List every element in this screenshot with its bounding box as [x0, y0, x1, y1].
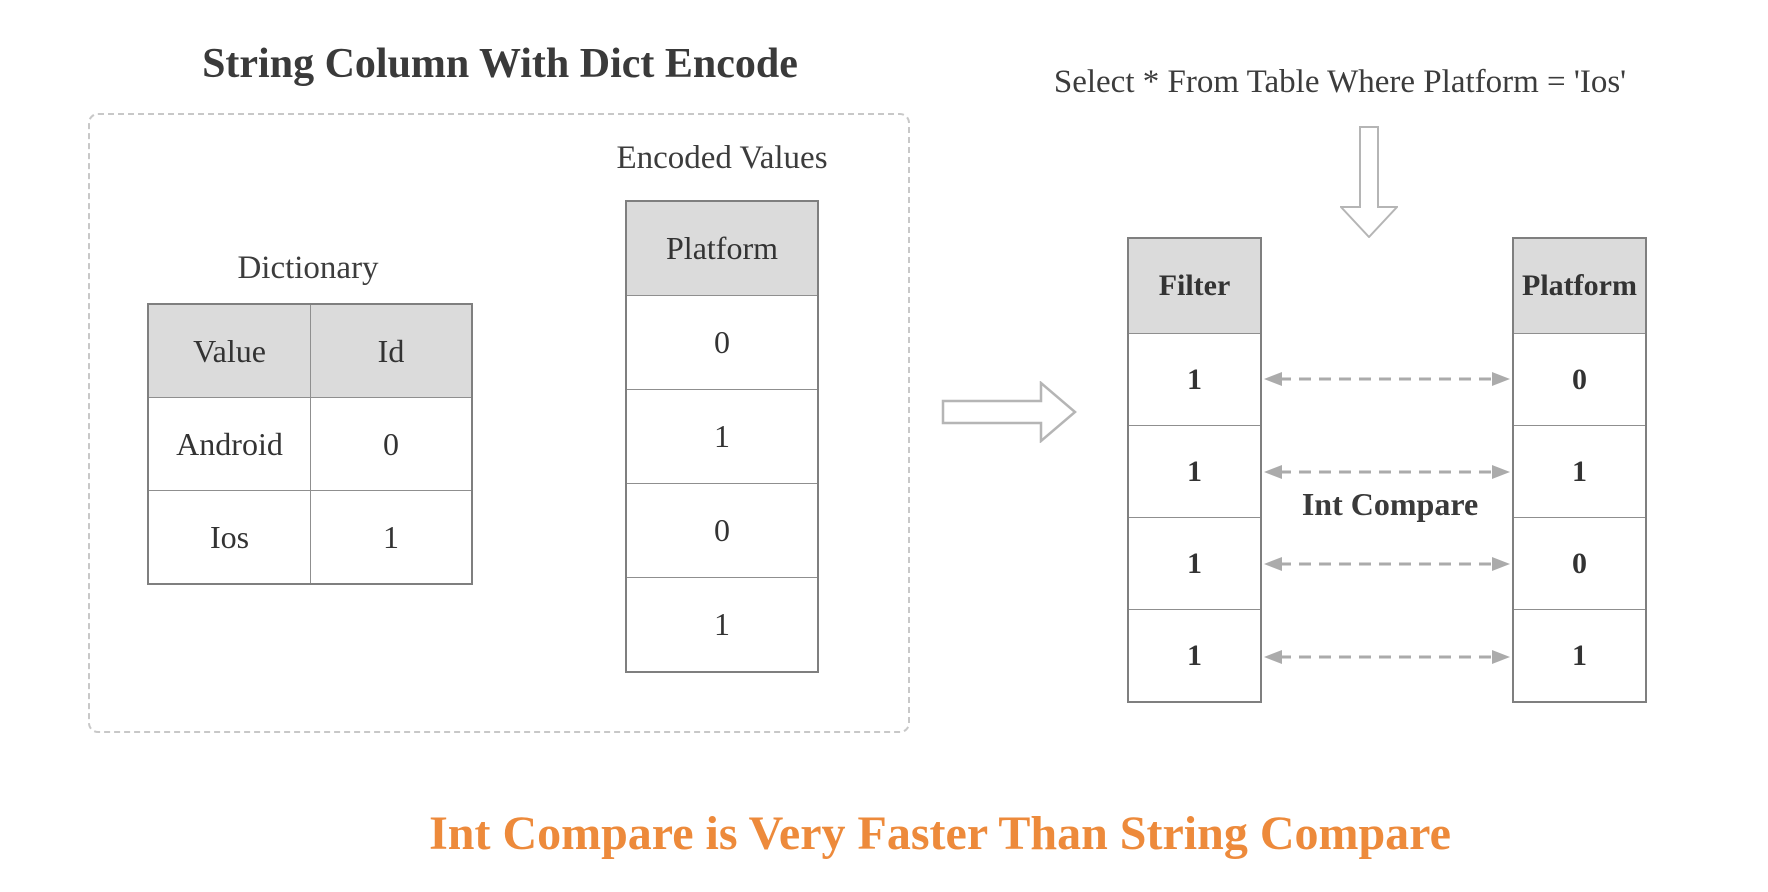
platform-column-table: Platform 0 1 0 1 [1512, 237, 1647, 703]
encoded-cell: 1 [625, 577, 819, 673]
compare-connector-arrow-icon [1264, 650, 1510, 664]
table-row: 1 [1127, 609, 1262, 703]
table-row: Android 0 [147, 397, 473, 491]
table-row: Ios 1 [147, 490, 473, 585]
table-row: Value Id [147, 303, 473, 398]
table-row: Platform [625, 200, 819, 296]
table-row: 0 [1512, 517, 1647, 610]
dictionary-table: Value Id Android 0 Ios 1 [147, 303, 473, 585]
table-row: 0 [1512, 333, 1647, 426]
int-compare-label: Int Compare [1301, 486, 1479, 522]
dict-header-value: Value [147, 303, 311, 398]
encoded-values-label: Encoded Values [616, 140, 828, 176]
dictionary-label: Dictionary [237, 250, 379, 286]
table-row: Filter [1127, 237, 1262, 334]
table-row: 1 [1127, 425, 1262, 518]
table-row: 1 [1127, 333, 1262, 426]
dict-cell-value: Android [147, 397, 311, 491]
platform-cell: 0 [1512, 517, 1647, 610]
encoded-header: Platform [625, 200, 819, 296]
encoded-cell: 1 [625, 389, 819, 484]
dict-cell-id: 1 [310, 490, 473, 585]
flow-arrow-right-icon [941, 381, 1077, 443]
dict-cell-value: Ios [147, 490, 311, 585]
filter-header: Filter [1127, 237, 1262, 334]
compare-connector-arrow-icon [1264, 372, 1510, 386]
flow-arrow-down-icon [1340, 126, 1398, 238]
encoded-cell: 0 [625, 295, 819, 390]
platform-cell: 1 [1512, 425, 1647, 518]
table-row: 1 [1512, 609, 1647, 703]
table-row: 1 [625, 389, 819, 484]
compare-connector-arrow-icon [1264, 557, 1510, 571]
table-row: 0 [625, 483, 819, 578]
platform-cell: 1 [1512, 609, 1647, 703]
table-row: 1 [625, 577, 819, 673]
dict-encode-group-box [88, 113, 910, 733]
table-row: 1 [1127, 517, 1262, 610]
dict-cell-id: 0 [310, 397, 473, 491]
filter-cell: 1 [1127, 517, 1262, 610]
dict-header-id: Id [310, 303, 473, 398]
encoded-values-table: Platform 0 1 0 1 [625, 200, 819, 673]
platform-header: Platform [1512, 237, 1647, 334]
table-row: Platform [1512, 237, 1647, 334]
filter-cell: 1 [1127, 425, 1262, 518]
filter-table: Filter 1 1 1 1 [1127, 237, 1262, 703]
sql-query-text: Select * From Table Where Platform = 'Io… [1053, 64, 1627, 100]
diagram-title: String Column With Dict Encode [202, 41, 798, 87]
table-row: 1 [1512, 425, 1647, 518]
caption-text: Int Compare is Very Faster Than String C… [429, 807, 1451, 860]
encoded-cell: 0 [625, 483, 819, 578]
platform-cell: 0 [1512, 333, 1647, 426]
compare-connector-arrow-icon [1264, 465, 1510, 479]
filter-cell: 1 [1127, 333, 1262, 426]
table-row: 0 [625, 295, 819, 390]
filter-cell: 1 [1127, 609, 1262, 703]
